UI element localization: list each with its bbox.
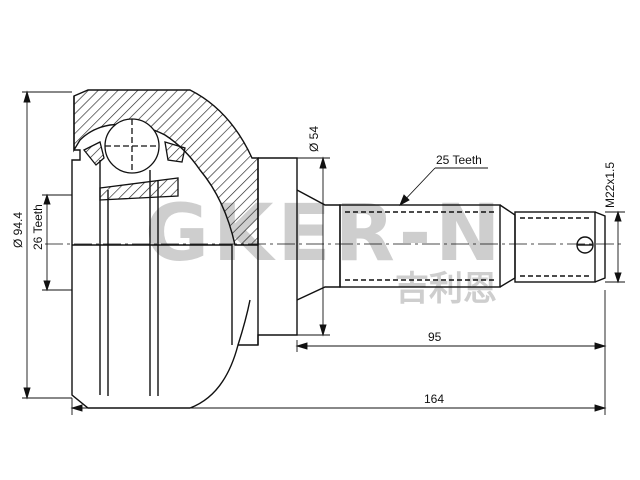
cage bbox=[82, 141, 105, 166]
dim-thread-label: M22x1.5 bbox=[603, 162, 617, 208]
dim-overall-length bbox=[70, 352, 607, 415]
watermark-chinese: 吉利恩 bbox=[395, 269, 497, 309]
watermark-brand: GKER-N bbox=[145, 189, 504, 279]
dim-thread bbox=[605, 210, 625, 284]
dim-spline-teeth bbox=[399, 167, 488, 207]
dim-outer-diameter-label: Ø 94.4 bbox=[11, 212, 25, 248]
threaded-section bbox=[514, 211, 596, 283]
inner-race-hatched bbox=[99, 177, 179, 201]
spline-section bbox=[339, 204, 501, 288]
dim-abs-teeth bbox=[42, 193, 72, 292]
outer-race-inner-profile bbox=[99, 160, 233, 396]
ball-and-cage bbox=[82, 118, 186, 201]
outer-race-housing bbox=[71, 89, 298, 409]
dim-inner-diameter bbox=[297, 156, 330, 337]
dim-shaft-length bbox=[295, 290, 607, 352]
dim-outer-diameter bbox=[22, 90, 72, 400]
outer-race-hatched-section bbox=[73, 89, 259, 246]
stub-shaft bbox=[296, 189, 606, 301]
watermark: GKER-N 吉利恩 bbox=[145, 189, 504, 309]
cage-right bbox=[164, 141, 186, 163]
dim-spline-teeth-label: 25 Teeth bbox=[436, 153, 482, 167]
dim-inner-diameter-label: Ø 54 bbox=[307, 126, 321, 152]
dim-abs-teeth-label: 26 Teeth bbox=[31, 204, 45, 250]
dim-shaft-length-label: 95 bbox=[428, 330, 442, 344]
dim-overall-length-label: 164 bbox=[424, 392, 444, 406]
